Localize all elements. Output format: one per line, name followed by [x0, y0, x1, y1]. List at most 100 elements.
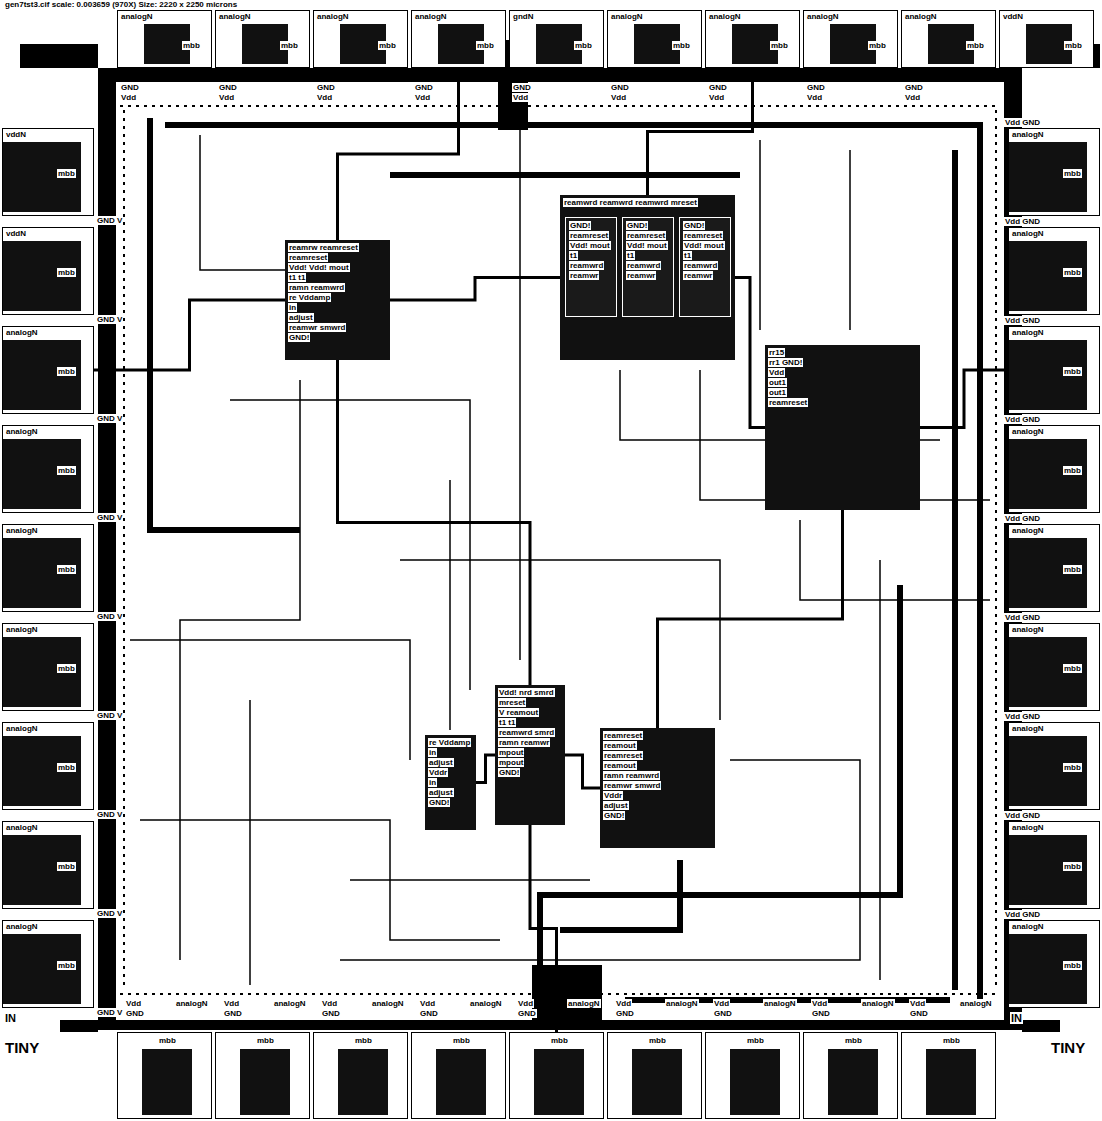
pin-name: ramn reamwr — [498, 738, 550, 747]
net-label: Vdd — [806, 93, 823, 102]
net-label: Vdd GND — [1004, 910, 1041, 919]
bond-pad: mbb — [901, 1032, 996, 1119]
net-label: IN — [4, 1012, 17, 1024]
bond-pad: analogNmbb — [803, 10, 898, 68]
net-label: GND — [909, 1009, 929, 1018]
pad-name: mbb — [57, 961, 76, 970]
pad-name: mbb — [1063, 862, 1082, 871]
pin-name: reamout — [603, 741, 637, 750]
pad-name: mbb — [1063, 664, 1082, 673]
pin-name: in — [428, 778, 437, 787]
net-label: GND — [125, 1009, 145, 1018]
pad-name: analogN — [1011, 526, 1045, 535]
pin-name: reamwrd — [569, 261, 604, 270]
bond-pad: analogNmbb — [1008, 227, 1100, 315]
signal-wire — [849, 150, 851, 330]
net-label: GND V — [96, 1008, 123, 1017]
signal-wire — [519, 130, 521, 660]
pad-name: mbb — [746, 1036, 765, 1045]
pin-name: GND! — [603, 811, 625, 820]
bond-pad: analogNmbb — [1008, 524, 1100, 612]
net-label: Vdd — [223, 999, 240, 1008]
pad-metal — [142, 1049, 192, 1115]
bond-pad: analogNmbb — [607, 10, 702, 68]
wire-connector — [735, 278, 765, 428]
signal-wire — [350, 879, 590, 881]
signal-wire — [130, 640, 410, 760]
signal-wire — [180, 380, 300, 960]
pad-name: mbb — [1063, 169, 1082, 178]
pad-metal — [534, 1049, 584, 1115]
pad-name: mbb — [57, 169, 76, 178]
pad-name: mbb — [57, 565, 76, 574]
net-label: analogN — [763, 999, 797, 1008]
net-label: analogN — [273, 999, 307, 1008]
pad-name: analogN — [904, 12, 938, 21]
pin-name: reamreset — [288, 253, 328, 262]
pad-metal — [632, 1049, 682, 1115]
pin-name: Vddr — [603, 791, 623, 800]
ring-bar — [98, 68, 116, 1030]
wire-connector — [476, 755, 495, 783]
bond-pad: analogNmbb — [1008, 722, 1100, 810]
wire-connector — [390, 278, 560, 301]
pin-name: Vdd! nrd smrd — [498, 688, 555, 697]
pad-name: mbb — [378, 41, 397, 50]
signal-wire — [230, 400, 470, 690]
pad-name: mbb — [57, 763, 76, 772]
pin-name: GND! — [683, 221, 705, 230]
pin-name: in — [288, 303, 297, 312]
net-label: GND — [218, 83, 238, 92]
bond-pad: analogNmbb — [1008, 326, 1100, 414]
pad-name: mbb — [158, 1036, 177, 1045]
pad-name: analogN — [120, 12, 154, 21]
bond-pad: analogNmbb — [1008, 623, 1100, 711]
pin-name: out1 — [768, 388, 787, 397]
net-label: GND — [414, 83, 434, 92]
pad-name: vddN — [5, 130, 27, 139]
pin-name: rr1 GND! — [768, 358, 803, 367]
net-label: Vdd — [615, 999, 632, 1008]
pad-name: mbb — [770, 41, 789, 50]
pin-name: mreset — [498, 698, 526, 707]
bond-pad: mbb — [313, 1032, 408, 1119]
pin-name: reamwr smwrd — [288, 323, 346, 332]
pad-name: analogN — [5, 724, 39, 733]
net-label: GND V — [96, 909, 123, 918]
net-label: GND — [806, 83, 826, 92]
signal-wire — [200, 135, 285, 270]
pad-name: mbb — [648, 1036, 667, 1045]
plot-title: gen7tst3.cif scale: 0.003659 (970X) Size… — [4, 0, 238, 9]
pad-name: mbb — [476, 41, 495, 50]
pad-name: analogN — [316, 12, 350, 21]
circuit-block: GND!reamresetVdd! moutt1reamwrdreamwr — [565, 217, 617, 317]
circuit-block: re VddampinadjustVddrinadjustGND! — [425, 735, 476, 830]
bond-pad: mbb — [509, 1032, 604, 1119]
pin-name: Vdd! mout — [683, 241, 725, 250]
net-label: Vdd — [909, 999, 926, 1008]
bond-pad: mbb — [803, 1032, 898, 1119]
corner-metal — [1022, 1020, 1060, 1032]
net-label: GND V — [96, 810, 123, 819]
net-label: Vdd — [904, 93, 921, 102]
wire-connector — [94, 300, 285, 370]
bond-pad: mbb — [215, 1032, 310, 1119]
pin-name: reamreset — [569, 231, 609, 240]
net-label: GND — [321, 1009, 341, 1018]
pin-name: reamwr — [683, 271, 713, 280]
net-label: GND V — [96, 513, 123, 522]
pad-name: mbb — [256, 1036, 275, 1045]
pad-name: mbb — [1063, 961, 1082, 970]
pad-name: mbb — [550, 1036, 569, 1045]
bond-pad: analogNmbb — [215, 10, 310, 68]
circuit-block: reamrw reamresetreamresetVdd! Vdd! moutt… — [285, 240, 390, 360]
pad-name: analogN — [610, 12, 644, 21]
bond-pad: analogNmbb — [1008, 821, 1100, 909]
net-label: Vdd — [218, 93, 235, 102]
pad-name: analogN — [1011, 130, 1045, 139]
pad-name: mbb — [1063, 367, 1082, 376]
pin-name: GND! — [569, 221, 591, 230]
pad-name: vddN — [5, 229, 27, 238]
pad-name: mbb — [280, 41, 299, 50]
pad-name: mbb — [354, 1036, 373, 1045]
